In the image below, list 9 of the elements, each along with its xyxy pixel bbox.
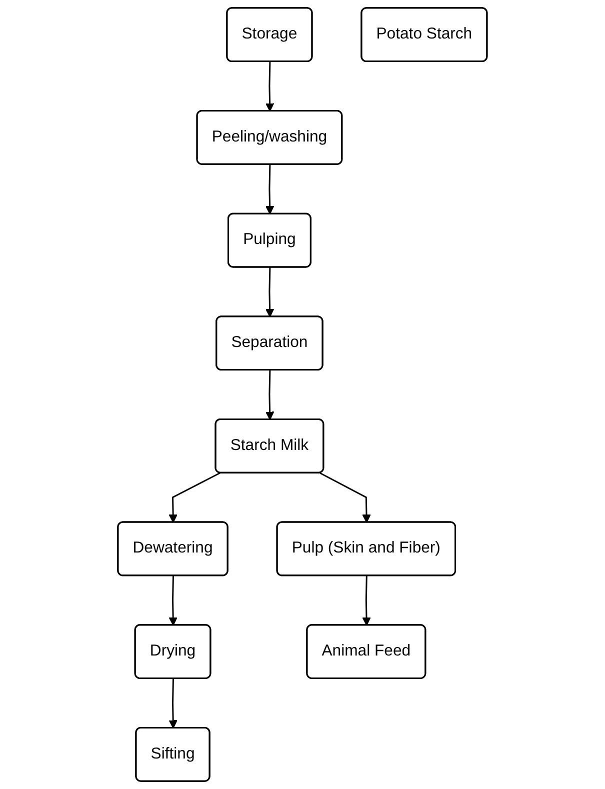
arrow [266,164,274,214]
arrow [168,472,220,523]
arrow [362,576,371,626]
arrow [168,678,178,729]
arrow [266,62,274,112]
arrow [320,472,371,523]
arrow [266,267,274,318]
arrow [168,576,178,626]
arrow [266,370,274,420]
